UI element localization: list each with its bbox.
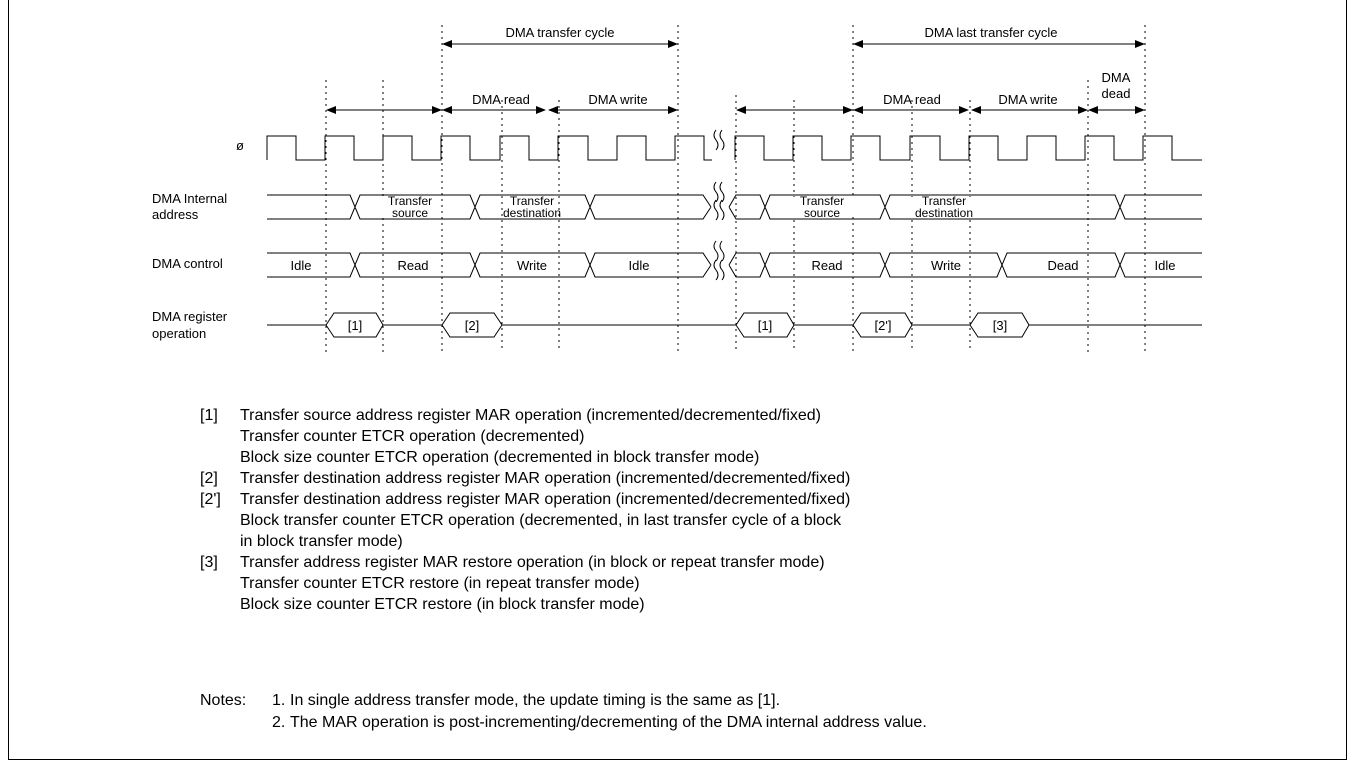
legend-tag: [3] xyxy=(200,554,218,571)
legend-line: Transfer destination address register MA… xyxy=(240,491,851,508)
clock-waveform xyxy=(266,135,1202,161)
note-text: The MAR operation is post-incrementing/d… xyxy=(290,714,927,731)
legend-line: Transfer destination address register MA… xyxy=(240,470,851,487)
register-op-3: [1] xyxy=(758,318,772,333)
control-waveform xyxy=(267,252,1202,278)
note-text: In single address transfer mode, the upd… xyxy=(290,692,781,709)
register-op-1: [1] xyxy=(348,318,362,333)
control-state-write-2: Write xyxy=(931,258,961,273)
time-break xyxy=(713,129,725,281)
legend-line: in block transfer mode) xyxy=(240,533,403,550)
legend-line: Transfer address register MAR restore op… xyxy=(240,554,825,571)
address-dest-2-a: Transfer xyxy=(922,194,966,208)
register-operation-label-1: DMA register xyxy=(152,309,228,324)
register-op-4: [2'] xyxy=(875,318,892,333)
control-state-read-2: Read xyxy=(811,258,842,273)
notes-label: Notes: xyxy=(200,692,247,709)
control-state-dead: Dead xyxy=(1047,258,1078,273)
address-dest-2-b: destination xyxy=(915,206,973,220)
write-label-1: DMA write xyxy=(588,92,647,107)
legend-line: Transfer source address register MAR ope… xyxy=(240,407,821,424)
address-source-2-a: Transfer xyxy=(800,194,844,208)
internal-address-waveform xyxy=(267,194,1202,220)
clock-signal-label: ø xyxy=(236,138,244,153)
control-state-idle-3: Idle xyxy=(1155,258,1176,273)
legend-item: [3] Transfer address register MAR restor… xyxy=(200,552,850,615)
timing-diagram: DMA transfer cycle DMA last transfer cyc… xyxy=(152,24,1202,352)
address-source-1-b: source xyxy=(392,206,428,220)
address-dest-1-a: Transfer xyxy=(510,194,554,208)
address-states: Transfer source Transfer destination Tra… xyxy=(379,194,985,220)
signal-names: ø DMA Internal address DMA control DMA r… xyxy=(152,138,244,341)
span-labels: DMA transfer cycle DMA last transfer cyc… xyxy=(472,24,1131,107)
legend-tag: [1] xyxy=(200,407,218,424)
read-label-1: DMA read xyxy=(472,92,530,107)
span-arrows xyxy=(326,40,1145,114)
read-label-2: DMA read xyxy=(883,92,941,107)
legend-item: [2] Transfer destination address registe… xyxy=(200,468,850,489)
register-op-2: [2] xyxy=(465,318,479,333)
timing-guides xyxy=(325,25,1146,352)
legend-tag: [2'] xyxy=(200,491,221,508)
transfer-cycle-label: DMA transfer cycle xyxy=(505,25,614,40)
control-state-read-1: Read xyxy=(397,258,428,273)
dead-label-2: dead xyxy=(1102,86,1131,101)
legend-tag: [2] xyxy=(200,470,218,487)
legend-item: [1] Transfer source address register MAR… xyxy=(200,405,850,468)
last-transfer-cycle-label: DMA last transfer cycle xyxy=(925,25,1058,40)
dead-label-1: DMA xyxy=(1102,70,1131,85)
register-op-5: [3] xyxy=(993,318,1007,333)
address-source-1-a: Transfer xyxy=(388,194,432,208)
legend-line: Block size counter ETCR restore (in bloc… xyxy=(240,596,645,613)
note-number: 2. xyxy=(272,714,286,731)
legend-line: Block size counter ETCR operation (decre… xyxy=(240,449,760,466)
register-ops: [1] [2] [1] [2'] [3] xyxy=(348,318,1007,333)
address-source-2-b: source xyxy=(804,206,840,220)
operation-legend: [1] Transfer source address register MAR… xyxy=(200,405,850,615)
note-item: 2. The MAR operation is post-incrementin… xyxy=(200,712,927,734)
internal-address-label-1: DMA Internal xyxy=(152,191,227,206)
legend-line: Block transfer counter ETCR operation (d… xyxy=(240,512,842,529)
note-number: 1. xyxy=(272,692,286,709)
note-item: Notes: 1. In single address transfer mod… xyxy=(200,690,927,712)
register-operation-waveform xyxy=(267,312,1202,338)
control-state-idle-1: Idle xyxy=(291,258,312,273)
legend-line: Transfer counter ETCR operation (decreme… xyxy=(240,428,585,445)
register-operation-label-2: operation xyxy=(152,326,206,341)
address-dest-1-b: destination xyxy=(503,206,561,220)
legend-item: [2'] Transfer destination address regist… xyxy=(200,489,850,552)
legend-line: Transfer counter ETCR restore (in repeat… xyxy=(240,575,640,592)
control-label: DMA control xyxy=(152,256,223,271)
write-label-2: DMA write xyxy=(998,92,1057,107)
internal-address-label-2: address xyxy=(152,207,199,222)
control-state-idle-2: Idle xyxy=(629,258,650,273)
notes: Notes: 1. In single address transfer mod… xyxy=(200,690,927,734)
control-state-write-1: Write xyxy=(517,258,547,273)
control-states: Idle Read Write Idle Read Write Dead Idl… xyxy=(286,258,1180,274)
